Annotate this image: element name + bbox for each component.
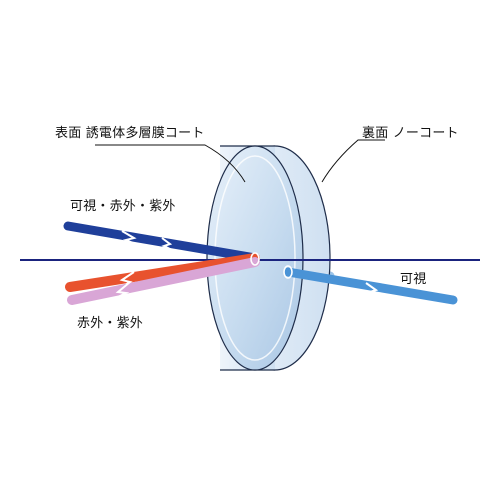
lens-coating-highlight <box>214 155 296 361</box>
incidence-point <box>250 252 260 266</box>
transmitted-ray-label: 可視 <box>400 272 427 287</box>
incoming-ray-label: 可視・赤外・紫外 <box>70 199 176 214</box>
transmitted-visible-ray <box>283 265 458 305</box>
reflected-ray-label: 赤外・紫外 <box>77 316 144 331</box>
reflected-ultraviolet-ray <box>67 257 260 305</box>
front-surface-label: 表面 誘電体多層膜コート <box>55 126 205 141</box>
back-surface-leader <box>321 139 385 183</box>
back-surface-label: 裏面 ノーコート <box>362 126 459 141</box>
incoming-ray <box>63 221 260 263</box>
front-surface-leader <box>95 144 246 183</box>
